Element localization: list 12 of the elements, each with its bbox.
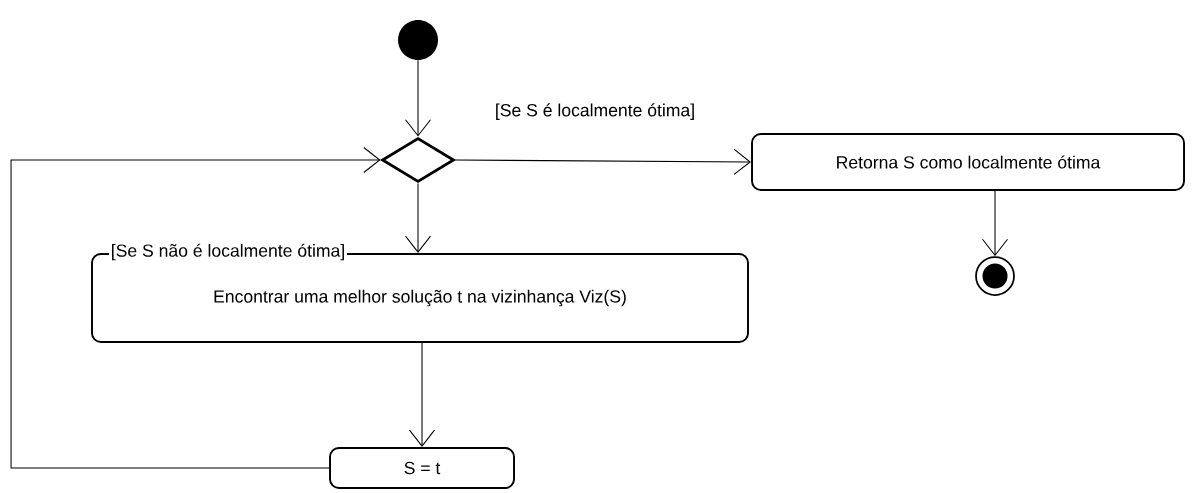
end-node — [975, 256, 1015, 296]
edge-label: [Se S é localmente ótima] — [493, 101, 697, 122]
start-node — [398, 20, 438, 60]
arrow — [454, 148, 752, 175]
action-box: S = t — [329, 447, 515, 489]
arrow — [10, 147, 381, 469]
action-box: Retorna S como localmente ótima — [751, 133, 1185, 191]
edge-label: [Se S não é localmente ótima] — [109, 241, 347, 263]
arrow — [405, 59, 432, 137]
arrow — [405, 182, 432, 254]
arrow — [409, 342, 436, 448]
arrow — [982, 190, 1009, 257]
